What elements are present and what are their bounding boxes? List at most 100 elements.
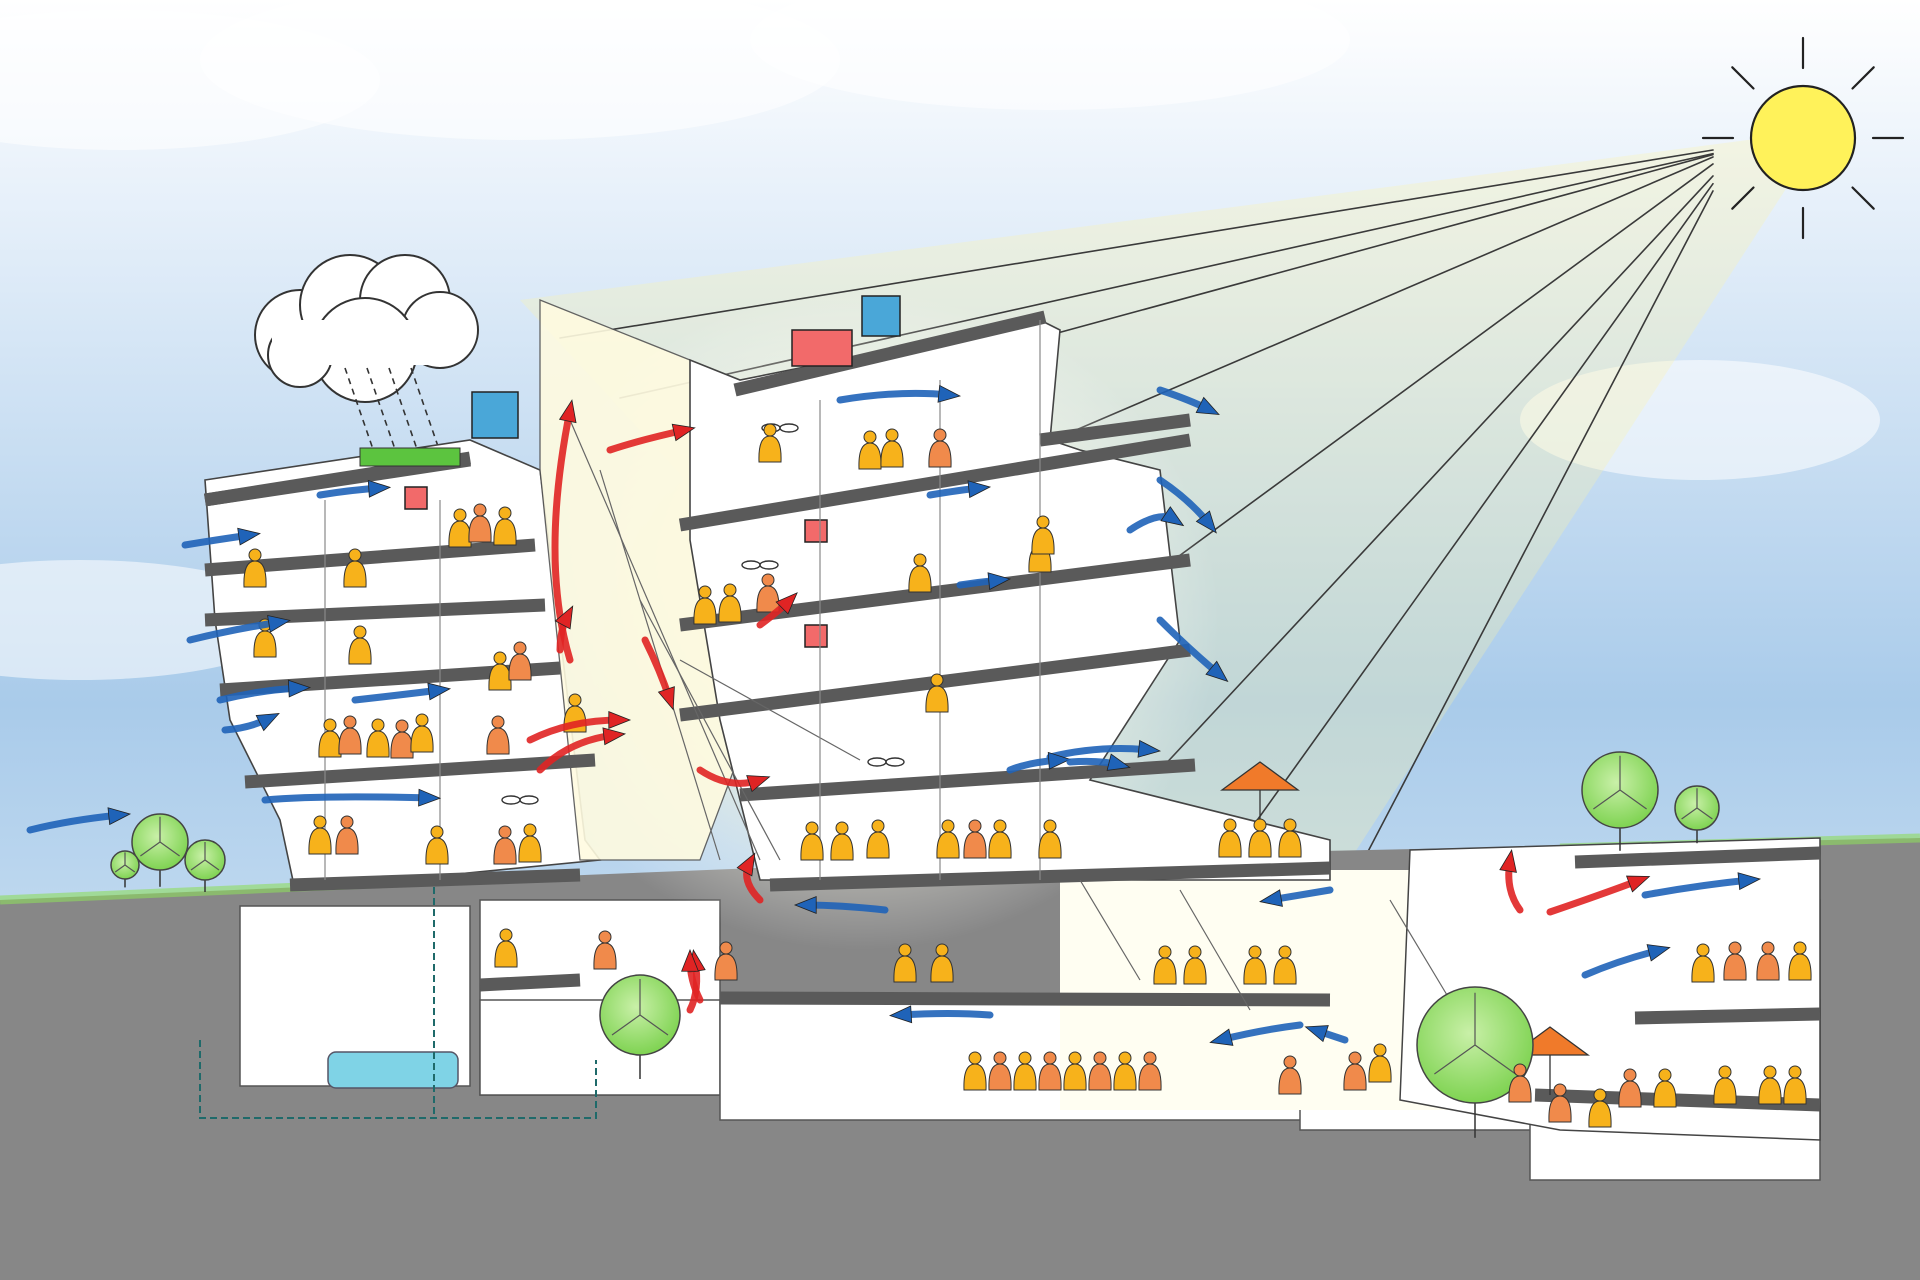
person-head: [913, 553, 927, 567]
airflow-arrow-icon: [836, 384, 962, 404]
person-body: [1113, 1063, 1137, 1091]
airflow-arrow-icon: [316, 479, 392, 499]
person-icon: [1013, 1051, 1037, 1091]
airflow-arrow-icon: [186, 614, 291, 644]
sun-icon: [1701, 36, 1905, 240]
person-head: [930, 673, 944, 687]
person-head: [968, 819, 982, 833]
person-body: [988, 1063, 1012, 1091]
person-head: [473, 503, 487, 517]
person-body: [1691, 955, 1715, 983]
rain-cloud-icon: [254, 254, 479, 456]
person-body: [693, 597, 717, 625]
airflow-arrow-icon: [696, 766, 771, 793]
floor-slab: [719, 991, 1331, 1007]
person-head: [1278, 945, 1292, 959]
structure-line: [1179, 889, 1251, 1011]
structure-line: [569, 419, 761, 861]
person-icon: [908, 553, 932, 593]
tree-icon: [1581, 751, 1659, 851]
airflow-arrow-icon: [756, 592, 798, 629]
airflow-arrow-icon: [526, 711, 632, 744]
person-body: [468, 515, 492, 543]
person-icon: [243, 548, 267, 588]
airflow-arrow-icon: [606, 423, 696, 454]
person-icon: [348, 625, 372, 665]
person-icon: [1038, 1051, 1062, 1091]
person-icon: [1248, 818, 1272, 858]
person-head: [323, 718, 337, 732]
person-head: [1283, 818, 1297, 832]
person-head: [1248, 945, 1262, 959]
person-icon: [830, 821, 854, 861]
person-icon: [410, 713, 434, 753]
sun-ray-stroke: [1851, 186, 1875, 210]
airflow-arrow-icon: [181, 527, 261, 549]
person-body: [1723, 953, 1747, 981]
person-head: [415, 713, 429, 727]
person-icon: [756, 573, 780, 613]
rain-line: [388, 367, 420, 456]
airflow-arrow-icon: [1641, 872, 1762, 899]
person-icon: [963, 819, 987, 859]
person-head: [248, 548, 262, 562]
person-body: [366, 730, 390, 758]
airflow-arrow-head: [287, 679, 312, 698]
sky-haze-cloud: [200, 0, 840, 140]
person-head: [1043, 1051, 1057, 1065]
person-body: [758, 435, 782, 463]
person-head: [1223, 818, 1237, 832]
person-icon: [1548, 1083, 1572, 1123]
roof-slab-right: [733, 310, 1047, 397]
person-icon: [693, 585, 717, 625]
person-body: [425, 837, 449, 865]
person-body: [830, 833, 854, 861]
person-body: [390, 731, 414, 759]
person-body: [1013, 1063, 1037, 1091]
tree-icon: [1674, 785, 1720, 844]
person-head: [935, 943, 949, 957]
airflow-arrow-icon: [1156, 386, 1220, 415]
person-head: [871, 819, 885, 833]
floor-slab: [479, 973, 581, 992]
person-body: [963, 1063, 987, 1091]
airflow-arrow-head: [681, 948, 699, 972]
person-icon: [1368, 1043, 1392, 1083]
people-layer: [243, 423, 1812, 1128]
person-head: [1043, 819, 1057, 833]
person-icon: [518, 823, 542, 863]
person-head: [1553, 1083, 1567, 1097]
person-icon: [343, 548, 367, 588]
sun-ray-line: [1019, 156, 1714, 455]
person-body: [1138, 1063, 1162, 1091]
person-head: [1761, 941, 1775, 955]
person-body: [1153, 957, 1177, 985]
trees-layer: [110, 751, 1720, 1138]
person-body: [928, 440, 952, 468]
person-head: [941, 819, 955, 833]
person-body: [1031, 527, 1055, 555]
sun-ray-stroke: [1851, 66, 1875, 90]
person-head: [430, 825, 444, 839]
person-head: [1348, 1051, 1362, 1065]
airflow-arrow-head: [558, 399, 577, 424]
cloud-body: [272, 320, 452, 365]
airflow-arrow-head: [1499, 849, 1517, 873]
person-body: [493, 518, 517, 546]
person-icon: [880, 428, 904, 468]
person-body: [243, 560, 267, 588]
person-icon: [488, 651, 512, 691]
green-roof-icon: [359, 447, 461, 467]
airflow-arrow-head: [736, 852, 756, 877]
airflow-arrow-icon: [1304, 1025, 1349, 1044]
tree-branches: [611, 979, 669, 1036]
tree-branches: [1681, 788, 1713, 820]
airflow-arrow-icon: [1581, 944, 1671, 979]
person-body: [1248, 830, 1272, 858]
airflow-arrow-icon: [1259, 886, 1334, 907]
person-icon: [508, 641, 532, 681]
airflow-arrow-head: [1304, 1025, 1329, 1043]
person-icon: [308, 815, 332, 855]
person-icon: [1758, 1065, 1782, 1105]
person-head: [761, 573, 775, 587]
